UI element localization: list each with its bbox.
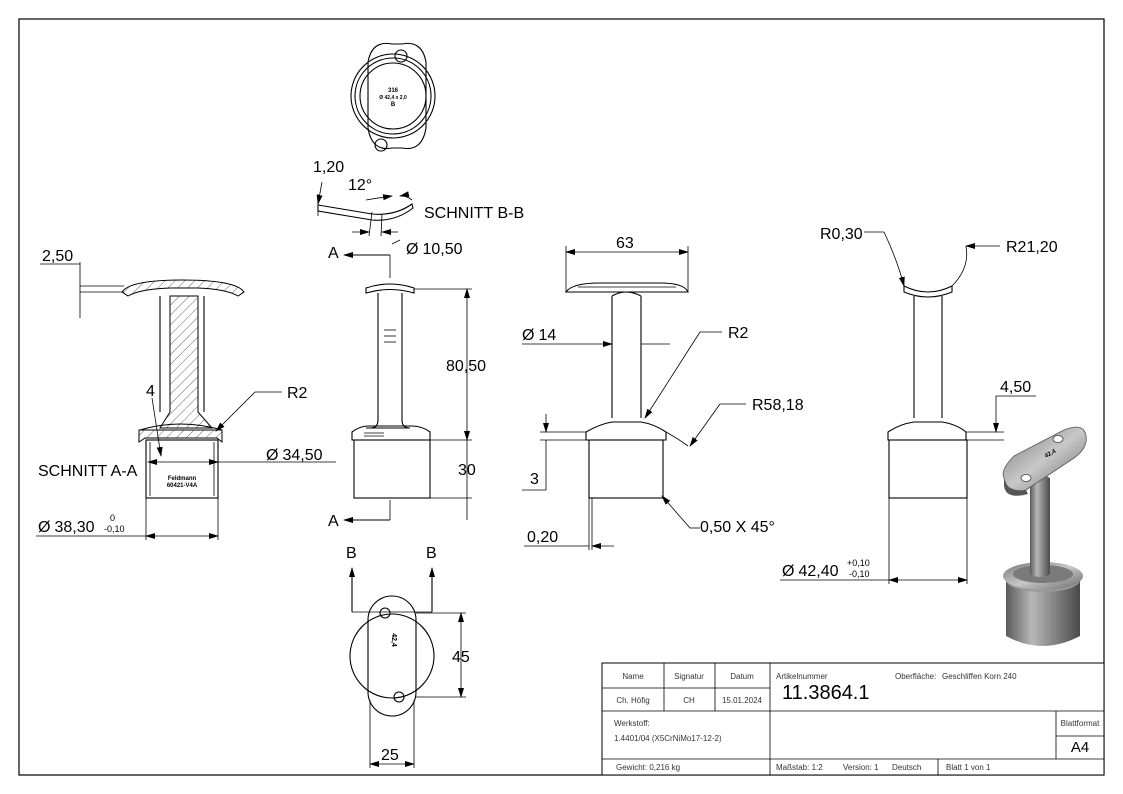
tb-version: Version: 1 bbox=[843, 763, 879, 772]
render-engraving: 42,4 bbox=[1044, 448, 1058, 459]
top-view: 316 Ø 42,4 x 2,0 B bbox=[350, 42, 436, 152]
dim-38-30-tol-lower: -0,10 bbox=[104, 524, 125, 534]
tb-werkstoff-value: 1.4401/04 (X5CrNiMo17-12-2) bbox=[614, 734, 722, 743]
tb-header-name: Name bbox=[622, 672, 644, 681]
dim-45: 45 bbox=[452, 649, 470, 666]
dim-63: 63 bbox=[616, 235, 634, 252]
section-mark-b-left: B bbox=[346, 545, 357, 562]
sheet-border bbox=[18, 18, 1105, 776]
tb-artikelnummer-value: 11.3864.1 bbox=[782, 682, 870, 704]
dim-38-30-tol-upper: 0 bbox=[110, 513, 115, 523]
dim-r2-mid: R2 bbox=[728, 325, 749, 342]
dim-dia-42-40-value: 42,40 bbox=[798, 563, 838, 580]
dim-3: 3 bbox=[530, 471, 539, 488]
bottom-view: 42,4 B B 45 25 bbox=[346, 545, 470, 768]
section-mark-a-bottom: A bbox=[328, 513, 339, 530]
tb-name-value: Ch. Höfig bbox=[616, 696, 649, 705]
section-mark-b-right: B bbox=[426, 545, 437, 562]
dim-1-20: 1,20 bbox=[313, 159, 344, 176]
section-mark-a-top: A bbox=[328, 245, 339, 262]
dim-dia-34-50-value: 34,50 bbox=[282, 447, 322, 464]
tb-oberflaeche-value: Geschliffen Korn 240 bbox=[942, 672, 1017, 681]
dim-dia-10-50-value: 10,50 bbox=[422, 241, 462, 258]
dim-2-50: 2,50 bbox=[42, 248, 73, 265]
bottom-engraving: 42,4 bbox=[390, 633, 397, 647]
dim-0-20: 0,20 bbox=[527, 529, 558, 546]
dim-r0-30: R0,30 bbox=[820, 226, 863, 243]
front-view: A A 80,50 30 bbox=[328, 245, 486, 530]
dim-4-50: 4,50 bbox=[1000, 379, 1031, 396]
isometric-render: 42,4 bbox=[1002, 426, 1087, 646]
tb-signatur-value: CH bbox=[683, 696, 695, 705]
tb-header-datum: Datum bbox=[730, 672, 754, 681]
dim-80-50: 80,50 bbox=[446, 358, 486, 375]
dim-4: 4 bbox=[146, 383, 155, 400]
dim-25: 25 bbox=[381, 747, 399, 764]
tb-artikelnummer-label: Artikelnummer bbox=[776, 672, 828, 681]
dim-42-40-tol-upper: +0,10 bbox=[847, 558, 870, 568]
label-schnitt-b-b: SCHNITT B-B bbox=[424, 205, 524, 222]
tb-massstab: Maßstab: 1:2 bbox=[776, 763, 823, 772]
tb-gewicht: Gewicht: 0,216 kg bbox=[616, 763, 680, 772]
dim-12-deg: 12° bbox=[348, 177, 372, 194]
tb-header-signatur: Signatur bbox=[674, 672, 704, 681]
top-engraving-line3: B bbox=[391, 102, 396, 108]
title-block: Name Signatur Datum Ch. Höfig CH 15.01.2… bbox=[601, 662, 1105, 776]
tb-werkstoff-label: Werkstoff: bbox=[614, 719, 650, 728]
tb-blattformat-label: Blattformat bbox=[1061, 719, 1100, 728]
tb-blattformat-value: A4 bbox=[1071, 739, 1089, 756]
dim-dia-14-value: 14 bbox=[538, 327, 556, 344]
tb-oberflaeche-label: Oberfläche: bbox=[895, 672, 936, 681]
dim-42-40-tol-lower: -0,10 bbox=[849, 569, 870, 579]
section-engraving-line2: 60421-V4A bbox=[167, 483, 198, 489]
tb-sprache: Deutsch bbox=[892, 763, 921, 772]
label-schnitt-a-a: SCHNITT A-A bbox=[38, 463, 138, 480]
top-engraving-line1: 316 bbox=[388, 88, 399, 94]
dim-30: 30 bbox=[458, 462, 476, 479]
tb-blatt: Blatt 1 von 1 bbox=[946, 763, 991, 772]
section-engraving-line1: Feldmann bbox=[168, 476, 197, 482]
dim-r21-20: R21,20 bbox=[1006, 239, 1058, 256]
dim-dia-38-30-value: 38,30 bbox=[54, 519, 94, 536]
top-engraving-line2: Ø 42,4 x 2,0 bbox=[379, 95, 407, 101]
dim-chamfer: 0,50 X 45° bbox=[700, 519, 775, 536]
dim-r58-18: R58,18 bbox=[752, 397, 804, 414]
tb-datum-value: 15.01.2024 bbox=[722, 696, 763, 705]
dim-r2-left: R2 bbox=[287, 385, 308, 402]
